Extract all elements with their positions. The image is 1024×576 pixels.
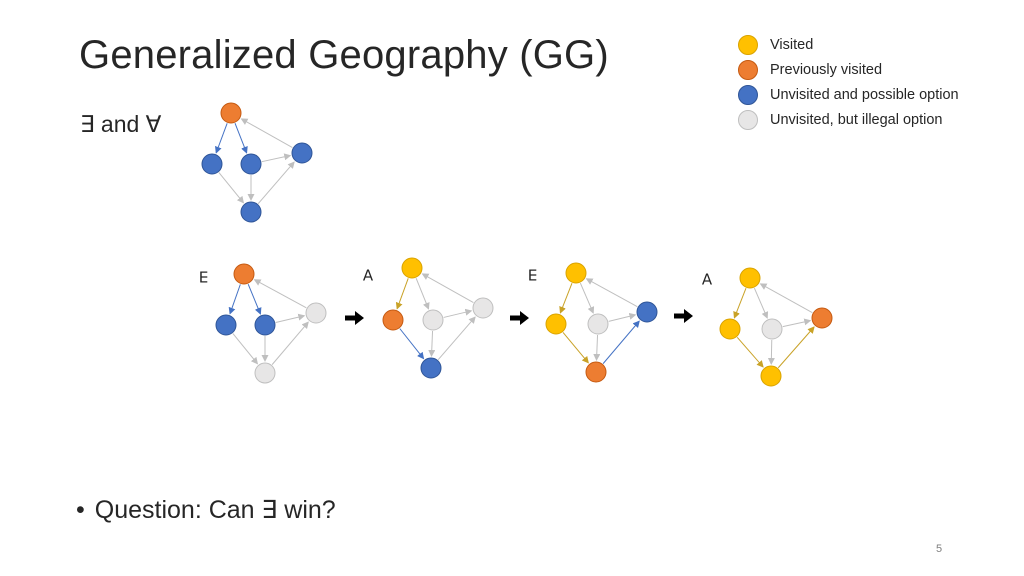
graph-edge — [782, 318, 812, 328]
graph-edge — [399, 328, 425, 360]
graph-edge — [395, 278, 409, 310]
graph-edge — [271, 321, 309, 365]
graph-edge — [218, 172, 245, 204]
step-graph-4 — [719, 267, 833, 387]
question-bullet: • Question: Can ∃ win? — [76, 495, 336, 525]
graph-node-orange — [220, 102, 242, 124]
graph-edge — [733, 288, 747, 319]
legend-label: Visited — [770, 36, 814, 53]
graph-edge — [247, 283, 262, 315]
graph-edge — [736, 336, 764, 368]
step-graph-3 — [545, 262, 658, 383]
graph-edge — [608, 312, 637, 322]
legend-item-unvisited-illegal: Unvisited, but illegal option — [738, 107, 959, 132]
slide-title: Generalized Geography (GG) — [79, 33, 609, 77]
legend-dot-previously-visited — [738, 59, 758, 80]
page-number: 5 — [936, 543, 943, 555]
graph-node-blue — [291, 142, 313, 164]
graph-edge — [232, 333, 259, 365]
graph-node-blue — [240, 201, 262, 223]
graph-node-yellow — [760, 365, 782, 387]
graph-node-yellow — [719, 318, 741, 340]
bullet-dot-icon: • — [76, 496, 85, 524]
graph-edge — [215, 123, 228, 154]
graph-edge — [593, 334, 601, 362]
graph-edge — [275, 313, 306, 323]
graph-edge — [240, 118, 293, 149]
step-graph-1 — [215, 263, 327, 384]
graph-edge — [234, 123, 248, 154]
graph-node-orange — [382, 309, 404, 331]
graph-node-gray — [254, 362, 276, 384]
player-label: ∃ — [528, 266, 537, 283]
graph-edge — [257, 161, 295, 205]
graph-edge — [559, 283, 573, 314]
graph-node-yellow — [401, 257, 423, 279]
graph-node-yellow — [565, 262, 587, 284]
legend-item-unvisited-possible: Unvisited and possible option — [738, 82, 959, 107]
legend: Visited Previously visited Unvisited and… — [738, 32, 959, 132]
graph-node-orange — [585, 361, 607, 383]
graph-node-blue — [201, 153, 223, 175]
legend-dot-visited — [738, 34, 758, 55]
graph-node-blue — [215, 314, 237, 336]
graph-edge — [261, 153, 292, 163]
graph-edge — [759, 283, 813, 314]
player-label: ∃ — [199, 268, 208, 285]
legend-item-previously-visited: Previously visited — [738, 57, 959, 82]
graph-node-gray — [305, 302, 327, 324]
initial-graph — [201, 102, 313, 223]
graph-node-orange — [811, 307, 833, 329]
graph-edge — [753, 287, 769, 319]
legend-label: Unvisited and possible option — [770, 86, 959, 103]
graph-edge — [562, 332, 589, 364]
graph-node-yellow — [739, 267, 761, 289]
graph-edge — [415, 278, 430, 310]
legend-dot-unvisited-possible — [738, 84, 758, 105]
graph-edge — [602, 320, 640, 364]
question-text: Question: Can ∃ win? — [94, 496, 336, 524]
player-label: ∀ — [362, 266, 373, 283]
graph-node-blue — [240, 153, 262, 175]
graph-edge — [585, 278, 638, 308]
graph-edge — [579, 282, 595, 314]
graph-node-blue — [420, 357, 442, 379]
players-subtitle: ∃ and ∀ — [80, 111, 162, 137]
graph-node-gray — [587, 313, 609, 335]
graph-edge — [428, 330, 436, 358]
graph-node-blue — [254, 314, 276, 336]
graph-node-gray — [472, 297, 494, 319]
player-label: ∀ — [701, 270, 712, 287]
graph-edge — [437, 316, 476, 361]
graph-edge — [421, 273, 474, 304]
graph-node-orange — [233, 263, 255, 285]
legend-dot-unvisited-illegal — [738, 109, 758, 130]
transition-arrow-icon — [674, 309, 693, 323]
graph-edge — [443, 308, 473, 318]
graph-node-blue — [636, 301, 658, 323]
graph-edge — [767, 339, 775, 366]
transition-arrow-icon — [345, 311, 364, 325]
transition-arrow-icon — [510, 311, 529, 325]
legend-label: Previously visited — [770, 61, 883, 78]
graph-edge — [777, 326, 815, 369]
graph-edge — [228, 284, 241, 315]
graph-node-yellow — [545, 313, 567, 335]
graph-node-gray — [422, 309, 444, 331]
step-graph-2 — [382, 257, 494, 379]
graph-node-gray — [761, 318, 783, 340]
legend-label: Unvisited, but illegal option — [770, 111, 943, 128]
graph-edge — [253, 279, 307, 309]
legend-item-visited: Visited — [738, 32, 959, 57]
